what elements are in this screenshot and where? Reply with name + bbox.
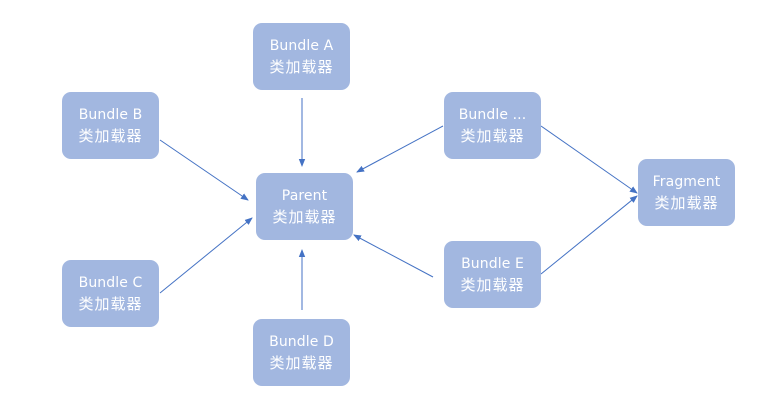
node-bundle-c: Bundle C 类加载器	[62, 260, 159, 327]
arrow-bundle-b-to-parent	[159, 139, 249, 201]
arrow-bundle-c-to-parent	[159, 217, 253, 294]
node-bundle-b: Bundle B 类加载器	[62, 92, 159, 159]
node-subtitle: 类加载器	[78, 126, 143, 145]
arrow-bundle-etc-to-parent	[356, 125, 444, 173]
node-title: Fragment	[652, 173, 721, 190]
node-bundle-a: Bundle A 类加载器	[253, 23, 350, 90]
node-bundle-etc: Bundle ... 类加载器	[444, 92, 541, 159]
node-parent: Parent 类加载器	[256, 173, 353, 240]
arrow-bundle-e-to-parent	[353, 234, 434, 278]
node-title: Bundle B	[78, 106, 143, 123]
node-subtitle: 类加载器	[460, 275, 525, 294]
node-subtitle: 类加载器	[460, 126, 525, 145]
node-title: Bundle C	[78, 274, 143, 291]
arrow-bundle-e-to-fragment	[540, 195, 638, 275]
node-title: Bundle ...	[458, 106, 527, 123]
node-title: Parent	[281, 187, 328, 204]
node-title: Bundle E	[461, 255, 524, 272]
node-bundle-d: Bundle D 类加载器	[253, 319, 350, 386]
node-subtitle: 类加载器	[654, 193, 719, 212]
node-subtitle: 类加载器	[272, 207, 337, 226]
arrow-bundle-etc-to-fragment	[540, 125, 638, 194]
node-title: Bundle A	[269, 37, 334, 54]
node-subtitle: 类加载器	[78, 294, 143, 313]
node-subtitle: 类加载器	[269, 353, 334, 372]
node-bundle-e: Bundle E 类加载器	[444, 241, 541, 308]
node-title: Bundle D	[269, 333, 334, 350]
node-subtitle: 类加载器	[269, 57, 334, 76]
node-fragment: Fragment 类加载器	[638, 159, 735, 226]
